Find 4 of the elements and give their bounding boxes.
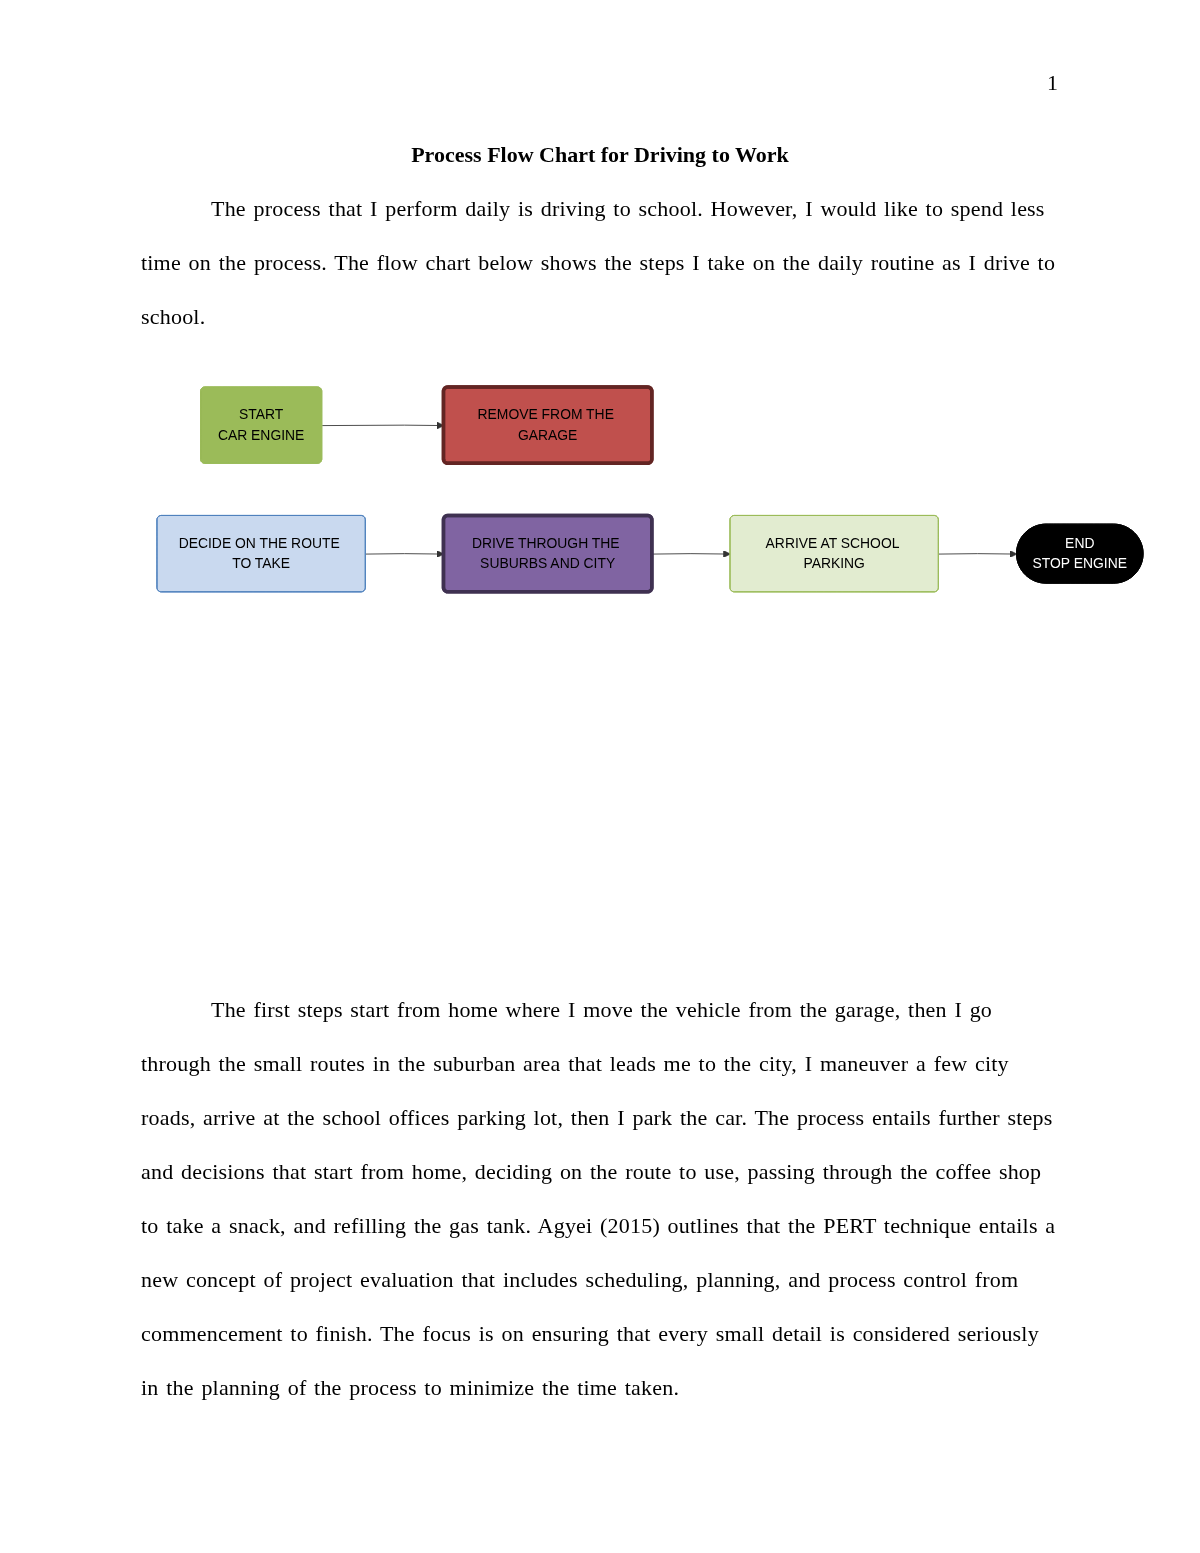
paragraph: The process that I perform daily is driving to school. However, I would like to spend less time on the process. The flow chart below shows the steps I take on the daily routine as I drive to school.	[141, 195, 1057, 331]
title: Process Flow Chart for Driving to Work	[411, 142, 789, 168]
page-number: 1	[1047, 70, 1058, 96]
paragraph: The first steps start from home where I move the vehicle from the garage, then I go through the small routes in the suburban area that leads me to the city, I maneuver a few city roads, arrive at the school offices parking lot, then I park the car. The process entails further steps and decisions that start from home, deciding on the route to use, passing through the coffee shop to take a snack, and refilling the gas tank. Agyei (2015) outlines that the PERT technique entails a new concept of project evaluation that includes scheduling, planning, and process control from commencement to finish. The focus is on ensuring that every small detail is considered seriously in the planning of the process to minimize the time taken.	[141, 996, 1057, 1402]
